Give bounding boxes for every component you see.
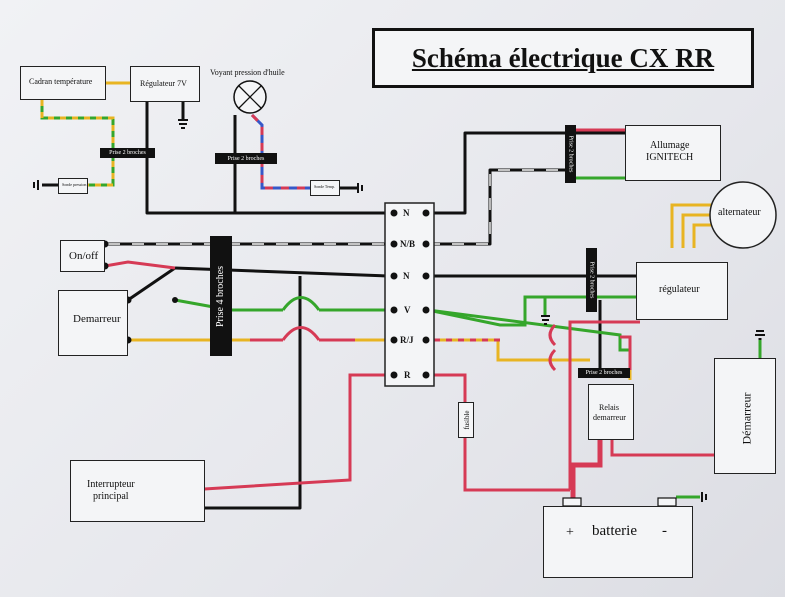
prise-2-broches-1-label: Prise 2 broches (109, 150, 146, 156)
allumage-label: Allumage (650, 140, 690, 151)
relais-box: Relais demarreur (588, 384, 634, 440)
battery-plus-label: + (566, 525, 574, 540)
sonde-pression-box: Sonde pression (58, 178, 88, 194)
battery-plus-terminal (562, 497, 582, 507)
title-box: Schéma électrique CX RR (372, 28, 754, 88)
batterie-box: + batterie - (543, 506, 693, 578)
prise-2-broches-1: Prise 2 broches (100, 148, 155, 158)
interrupteur-box: Interrupteur principal (70, 460, 205, 522)
regulateur-7v-box: Régulateur 7V (130, 66, 200, 102)
yellow-green-dashes (40, 100, 115, 187)
terminal-label: R/J (400, 335, 414, 345)
ground-symbols (33, 119, 765, 502)
relais-label: Relais (599, 403, 619, 412)
green-hump (281, 296, 321, 311)
fusible-label: fusible (463, 410, 471, 430)
on-off-label: On/off (69, 250, 99, 262)
sonde-pression-label: Sonde pression (62, 182, 87, 187)
battery-minus-label: - (662, 523, 667, 539)
demarreur-left-box: Demarreur (58, 290, 128, 356)
prise-2-broches-2: Prise 2 broches (215, 153, 277, 164)
cadran-temperature-label: Cadran température (29, 77, 93, 86)
demarreur-right-label: Démarreur (739, 392, 754, 445)
demarreur-left-label: Demarreur (73, 313, 121, 325)
terminal-label: R (404, 370, 411, 380)
demarreur-relais-label: demarreur (593, 413, 626, 422)
principal-label: principal (93, 491, 129, 502)
battery-minus-terminal (657, 497, 677, 507)
prise-2-broches-5: Prise 2 broches (578, 368, 630, 378)
interrupteur-label: Interrupteur (87, 479, 135, 490)
on-off-box: On/off (60, 240, 105, 272)
prise-4-broches-label: Prise 4 broches (215, 265, 227, 327)
alternateur-circle (709, 181, 777, 249)
prise-2-broches-2-label: Prise 2 broches (227, 155, 265, 162)
prise-2-broches-3: Prise 2 broches (565, 125, 576, 183)
main-red-cable (570, 440, 603, 500)
sonde-temp-label: Sonde Temp. (314, 184, 335, 189)
prise-2-broches-4-label: Prise 2 broches (588, 261, 595, 299)
terminal-block (384, 202, 435, 387)
ignitech-label: IGNITECH (646, 152, 694, 163)
terminal-label: N (403, 271, 410, 281)
blue-red-wire (250, 113, 310, 190)
page-title: Schéma électrique CX RR (411, 42, 715, 73)
demarreur-right-box: Démarreur (714, 358, 776, 474)
red-yellow-dashes (428, 338, 548, 362)
terminal-label: N (403, 208, 410, 218)
alternateur-label: alternateur (718, 207, 761, 218)
terminal-label: N/B (400, 239, 416, 249)
terminal-dots (390, 209, 430, 379)
red-hump-3 (548, 348, 557, 372)
lamp-icon (233, 80, 267, 114)
sonde-temp-box: Sonde Temp. (310, 180, 340, 196)
regulateur-label: régulateur (659, 284, 700, 295)
regulateur-7v-label: Régulateur 7V (140, 79, 187, 88)
white-stripes (108, 169, 570, 245)
allumage-box: Allumage IGNITECH (625, 125, 721, 181)
prise-2-broches-4: Prise 2 broches (586, 248, 597, 312)
prise-2-broches-5-label: Prise 2 broches (585, 370, 623, 376)
terminal-label: V (404, 305, 411, 315)
fusible-box: fusible (458, 402, 474, 438)
batterie-label: batterie (592, 523, 637, 539)
prise-2-broches-3-label: Prise 2 broches (567, 135, 574, 173)
regulateur-box: régulateur (636, 262, 728, 320)
red-hump (281, 326, 321, 341)
prise-4-broches: Prise 4 broches (210, 236, 232, 356)
cadran-temperature-box: Cadran température (20, 66, 106, 100)
red-hump-2 (548, 323, 557, 347)
voyant-label: Voyant pression d'huile (210, 68, 285, 77)
